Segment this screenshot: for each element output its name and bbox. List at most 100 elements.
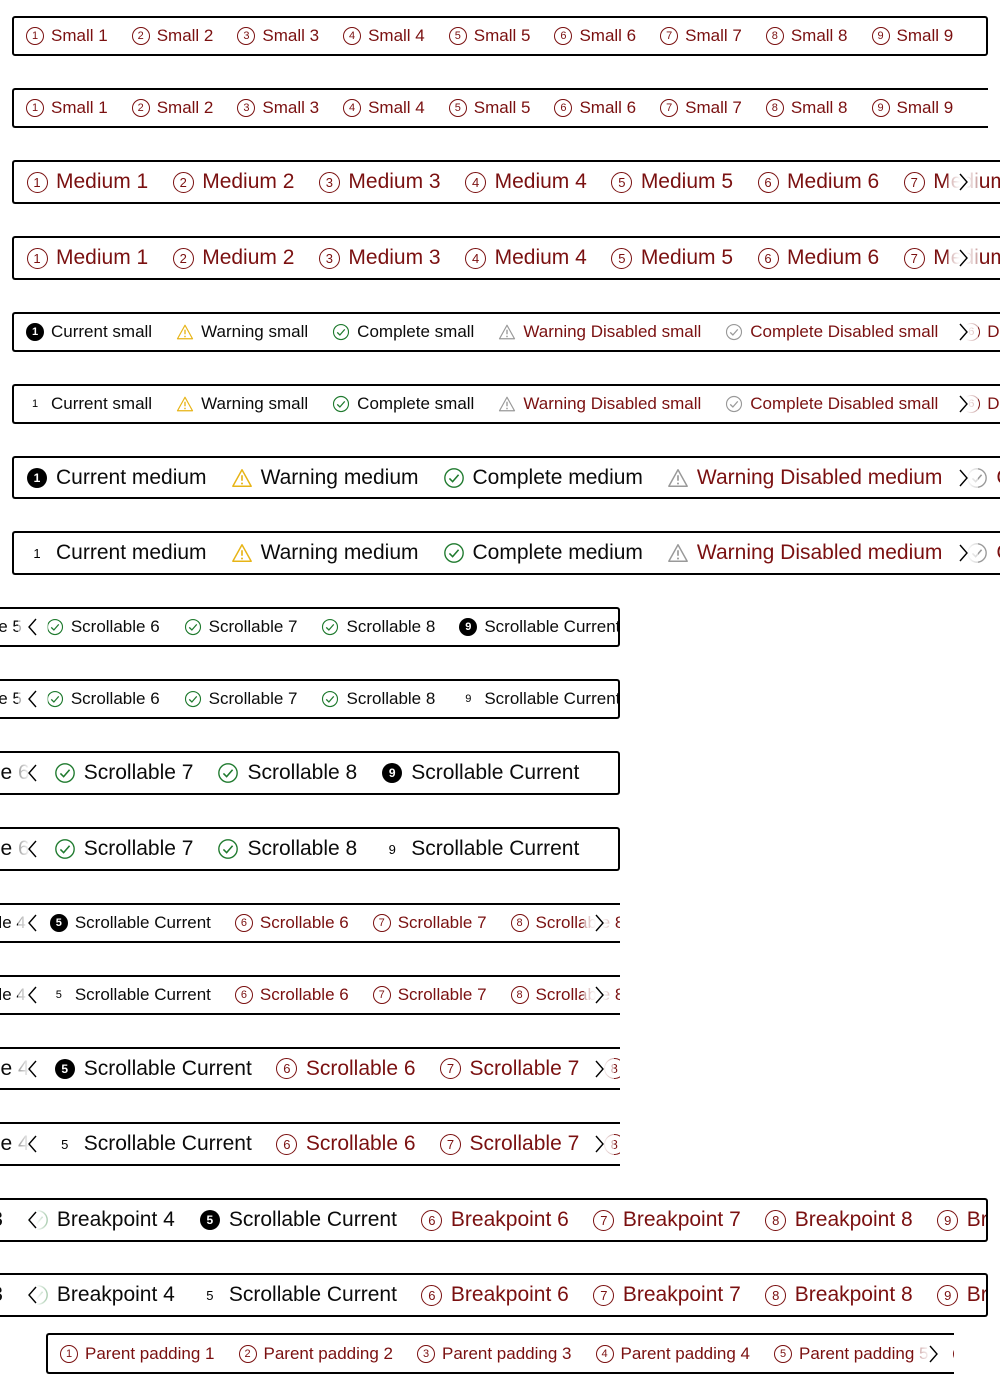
step-item[interactable]: Breakpoint 3	[0, 1283, 3, 1307]
scroll-left-button[interactable]	[18, 905, 48, 941]
step-item[interactable]: Warning small	[176, 322, 308, 342]
step-item[interactable]: Scrollable 8	[321, 689, 435, 709]
step-item[interactable]: Warning small	[176, 394, 308, 414]
step-item[interactable]: Scrollable 6	[46, 689, 160, 709]
step-item[interactable]: Complete small	[332, 322, 474, 342]
step-item[interactable]: Scrollable 8	[217, 761, 357, 785]
step-item[interactable]: Complete small	[332, 394, 474, 414]
step-item[interactable]: Scrollable 8	[321, 617, 435, 637]
step-item[interactable]: Scrollable 5	[0, 689, 22, 709]
step-item[interactable]: 9Breakpoint 9	[937, 1208, 986, 1232]
step-item[interactable]: Complete medium	[443, 541, 643, 565]
step-item[interactable]: Warning medium	[231, 466, 419, 490]
scroll-left-button[interactable]	[18, 977, 48, 1013]
scroll-right-button[interactable]	[948, 533, 978, 573]
scroll-right-button[interactable]	[948, 386, 978, 422]
step-item[interactable]: Scrollable 7	[184, 617, 297, 637]
step-item[interactable]: Breakpoint 4	[27, 1208, 175, 1232]
step-item[interactable]: Scrollable 5	[0, 617, 22, 637]
step-item[interactable]: Scrollable 7	[54, 761, 193, 785]
scroll-left-button[interactable]	[18, 1124, 48, 1164]
step-item[interactable]: Scrollable 6	[46, 617, 160, 637]
scroll-left-button[interactable]	[18, 681, 48, 717]
scroll-left-button[interactable]	[18, 609, 48, 645]
step-item[interactable]: Scrollable 7	[184, 689, 297, 709]
scroll-right-button[interactable]	[948, 238, 978, 278]
step-item[interactable]: Scrollable 8	[217, 837, 357, 861]
scroll-right-button[interactable]	[584, 977, 614, 1013]
scroll-right-button[interactable]	[948, 162, 978, 202]
step-item[interactable]: Breakpoint 4	[27, 1283, 175, 1307]
step-item[interactable]: Warning medium	[231, 541, 419, 565]
step-item[interactable]: Breakpoint 3	[0, 1208, 3, 1232]
scroll-left-button[interactable]	[18, 1049, 48, 1088]
step-item[interactable]: 6Parent padding 6	[952, 1344, 954, 1364]
scroll-right-button[interactable]	[584, 1049, 614, 1088]
scroll-right-button[interactable]	[918, 1335, 948, 1372]
scroll-right-button[interactable]	[948, 458, 978, 497]
step-item[interactable]: 9Breakpoint 9	[937, 1283, 986, 1307]
scroll-right-button[interactable]	[584, 905, 614, 941]
step-item[interactable]: Scrollable 7	[54, 837, 193, 861]
scroll-left-button[interactable]	[18, 1275, 48, 1315]
scroll-right-button[interactable]	[948, 314, 978, 350]
step-item[interactable]: Complete medium	[443, 466, 643, 490]
